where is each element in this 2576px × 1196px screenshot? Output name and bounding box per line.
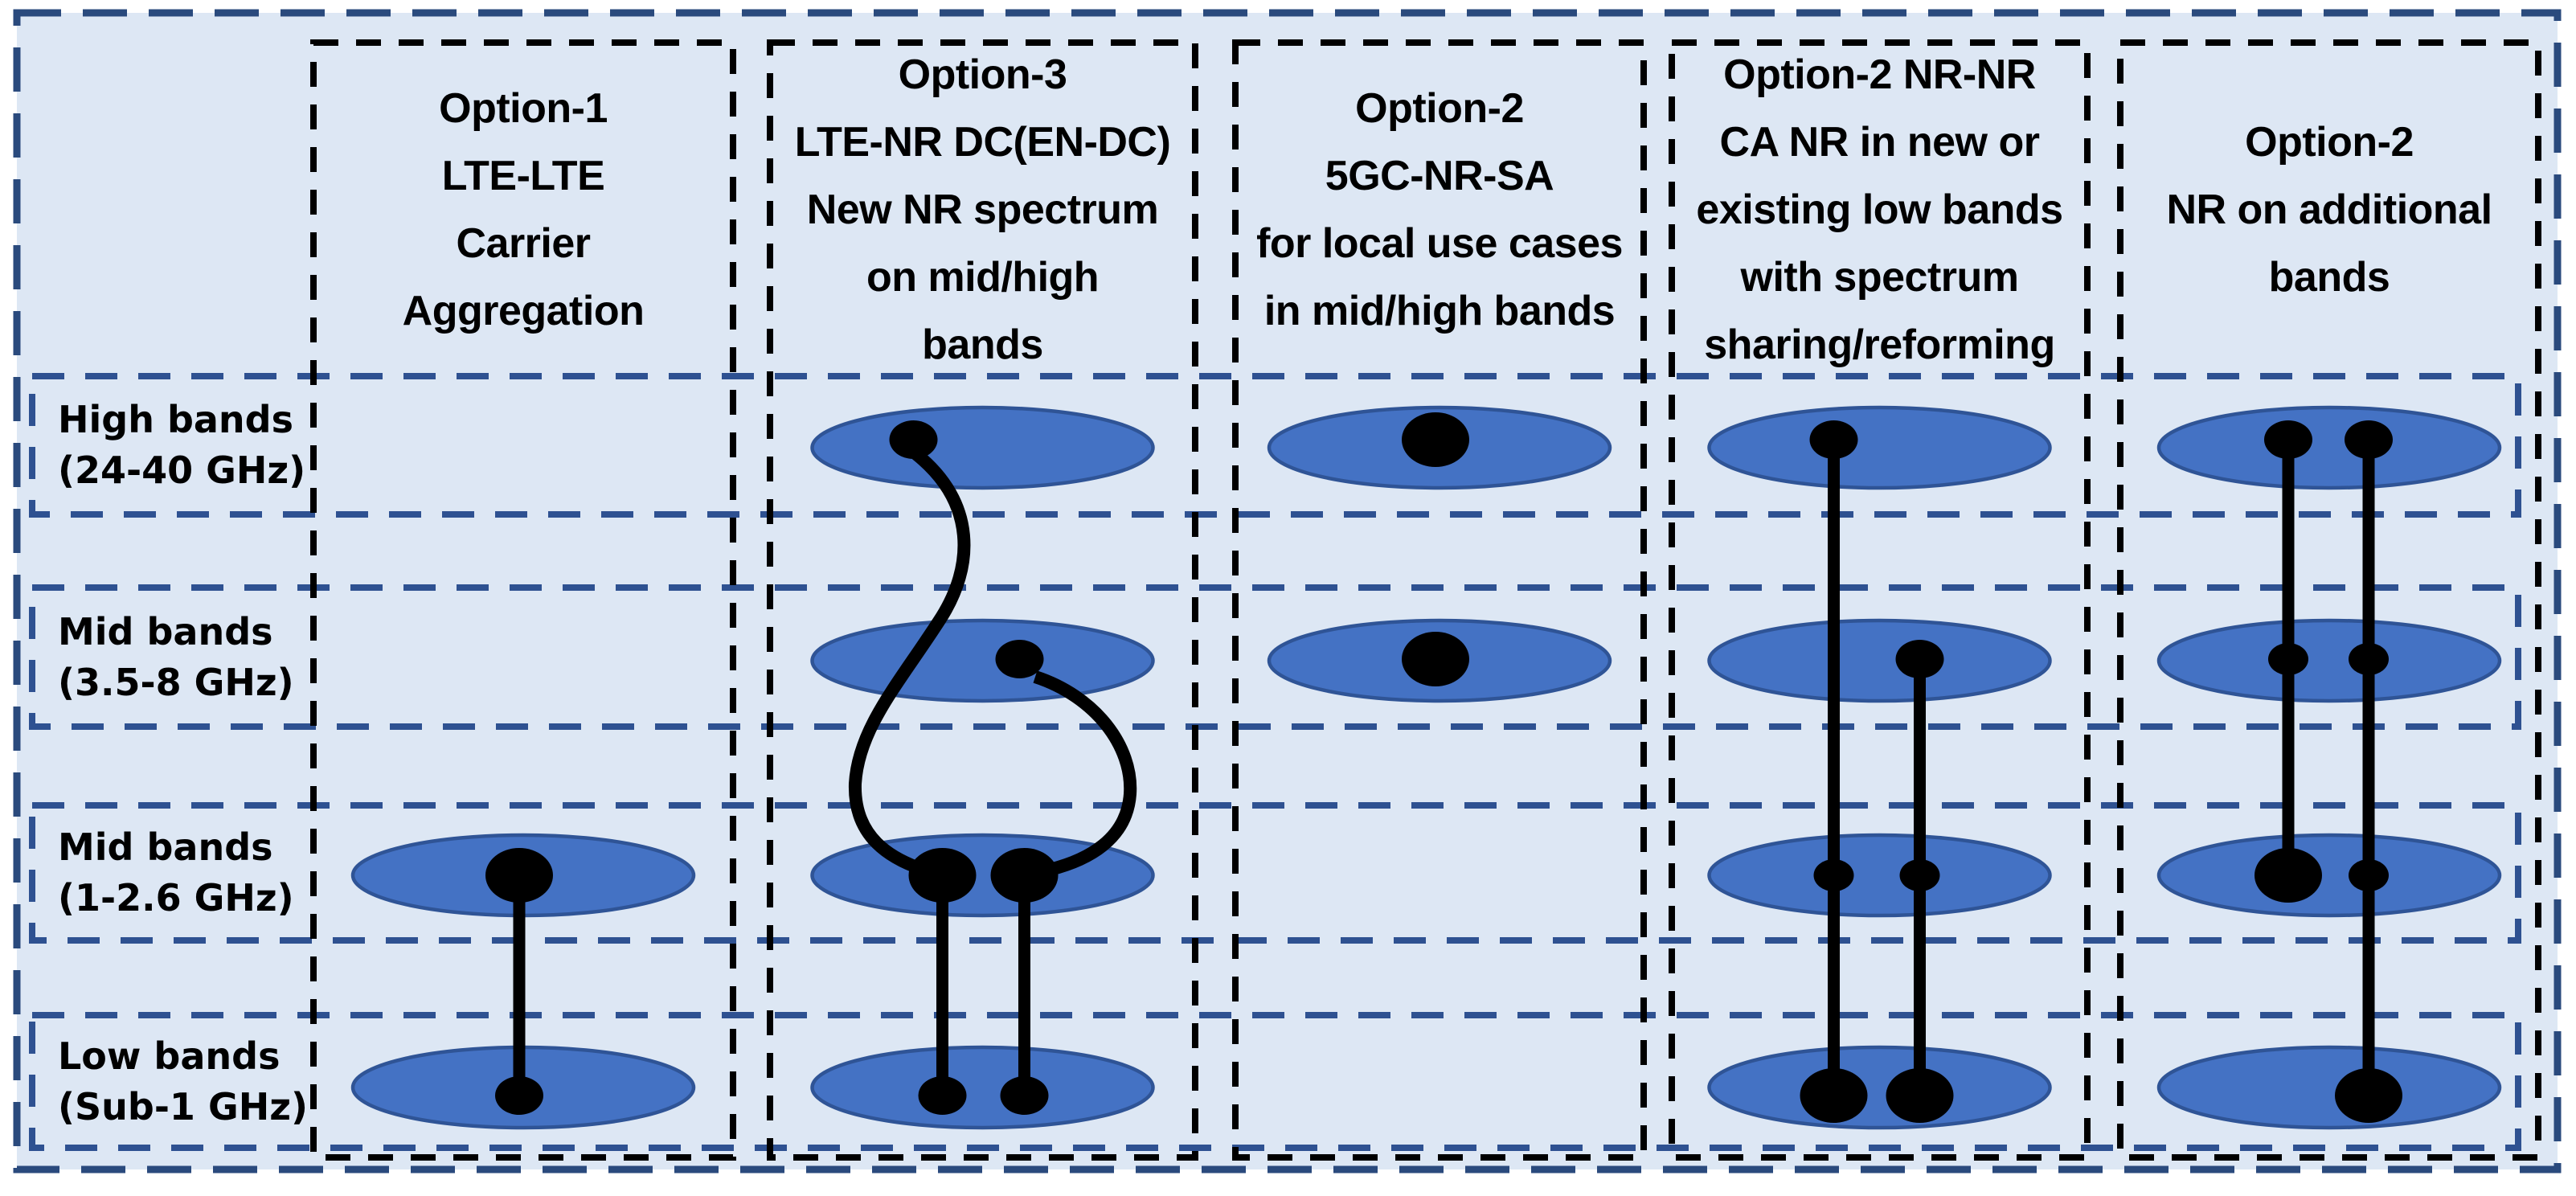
column-title-line: 5GC-NR-SA	[1325, 152, 1554, 199]
column-title-line: Option-3	[898, 51, 1067, 98]
column-title-line: Option-2	[2245, 118, 2414, 166]
band-label-mid-bands-high: Mid bands (3.5-8 GHz)	[32, 588, 378, 727]
carrier-dot-option-2-sa-mid-bands-hi	[1402, 632, 1469, 686]
carrier-dot-option-3-mid-bands-hi	[995, 640, 1044, 678]
outer-frame	[13, 9, 2562, 1173]
carrier-dot-option-2-nrnr-ca-high-bands	[1809, 420, 1858, 459]
spectrum-ellipse-option-3-low-bands	[810, 1045, 1155, 1130]
column-title-line: LTE-NR DC(EN-DC)	[794, 118, 1171, 166]
carrier-dot-option-3-high-bands	[889, 420, 938, 459]
column-title-line: bands	[2268, 253, 2390, 301]
column-title-line: for local use cases	[1256, 219, 1623, 267]
carrier-dot-option-2-nrnr-ca-low-bands	[1800, 1068, 1868, 1123]
band-label-line: Mid bands	[58, 825, 273, 869]
spectrum-ellipse-option-2-additional-low-bands	[2156, 1045, 2502, 1130]
band-label-mid-bands-low: Mid bands (1-2.6 GHz)	[32, 805, 378, 940]
band-row-box-low-bands	[29, 1012, 2521, 1151]
carrier-dot-option-3-low-bands	[918, 1076, 967, 1115]
carrier-dot-option-2-nrnr-ca-mid-bands-lo	[1899, 859, 1940, 891]
connector-s-curve-option-3	[848, 448, 971, 879]
band-label-line: (3.5-8 GHz)	[58, 660, 294, 704]
carrier-dot-option-2-sa-high-bands	[1402, 412, 1469, 467]
band-label-line: High bands	[58, 398, 293, 441]
carrier-dot-option-2-additional-mid-bands-hi	[2349, 643, 2389, 675]
spectrum-ellipse-option-2-additional-mid-bands-lo	[2156, 833, 2502, 918]
column-title-line: Carrier	[456, 219, 591, 267]
spectrum-ellipse-option-3-mid-bands-hi	[810, 618, 1155, 703]
carrier-dot-option-2-additional-mid-bands-hi	[2268, 643, 2308, 675]
carrier-dot-option-3-mid-bands-lo	[908, 848, 977, 903]
column-header-option-1: Option-1 LTE-LTE Carrier Aggregation	[313, 43, 733, 376]
band-label-line: Mid bands	[58, 609, 273, 653]
carrier-dot-option-3-mid-bands-lo	[990, 848, 1059, 903]
diagram-background	[17, 13, 2558, 1169]
option-column-box-option-2-sa	[1232, 39, 1647, 1161]
column-header-option-2-nrnr-ca: Option-2 NR-NR CA NR in new or existing …	[1672, 43, 2087, 376]
option-column-box-option-3	[767, 39, 1198, 1161]
column-header-option-2-additional: Option-2 NR on additional bands	[2120, 43, 2538, 376]
column-title-line: with spectrum	[1740, 253, 2020, 301]
column-title-line: Option-1	[439, 84, 608, 132]
column-title-line: on mid/high	[866, 253, 1100, 301]
carrier-dot-option-1-mid-bands-lo	[485, 848, 553, 903]
column-title-line: CA NR in new or	[1719, 118, 2040, 166]
column-title-line: New NR spectrum	[806, 186, 1159, 233]
band-row-box-mid-bands-hi	[29, 584, 2521, 730]
spectrum-ellipse-option-2-nrnr-ca-low-bands	[1707, 1045, 2052, 1130]
spectrum-ellipse-option-3-high-bands	[810, 405, 1155, 490]
carrier-dot-option-2-nrnr-ca-mid-bands-hi	[1895, 640, 1944, 678]
band-label-line: Low bands	[58, 1034, 281, 1078]
column-title-line: existing low bands	[1696, 186, 2063, 233]
connector-arc-option-3	[1033, 670, 1137, 876]
carrier-dot-option-2-additional-high-bands	[2264, 420, 2312, 459]
band-row-box-mid-bands-lo	[29, 802, 2521, 944]
column-title-line: Aggregation	[402, 287, 645, 334]
band-label-line: (1-2.6 GHz)	[58, 876, 294, 920]
spectrum-ellipse-option-2-nrnr-ca-mid-bands-lo	[1707, 833, 2052, 918]
carrier-dot-option-2-additional-low-bands	[2335, 1068, 2402, 1123]
spectrum-ellipse-option-2-additional-mid-bands-hi	[2156, 618, 2502, 703]
band-label-high-bands: High bands (24-40 GHz)	[32, 376, 378, 514]
carrier-dot-option-2-additional-high-bands	[2345, 420, 2393, 459]
carrier-dot-option-3-low-bands	[1000, 1076, 1049, 1115]
band-label-line: (Sub-1 GHz)	[58, 1084, 308, 1128]
carrier-dot-option-2-additional-mid-bands-lo	[2255, 848, 2322, 903]
band-label-low-bands: Low bands (Sub-1 GHz)	[32, 1015, 378, 1148]
column-title-line: Option-2	[1355, 84, 1524, 132]
column-header-option-3: Option-3 LTE-NR DC(EN-DC) New NR spectru…	[770, 43, 1195, 376]
spectrum-ellipse-option-2-nrnr-ca-high-bands	[1707, 405, 2052, 490]
column-title-line: LTE-LTE	[441, 152, 605, 199]
column-header-option-2-sa: Option-2 5GC-NR-SA for local use cases i…	[1235, 43, 1644, 376]
column-title-line: Option-2 NR-NR	[1723, 51, 2036, 98]
column-title-line: in mid/high bands	[1263, 287, 1616, 334]
carrier-dot-option-2-additional-mid-bands-lo	[2349, 859, 2389, 891]
spectrum-ellipse-option-2-nrnr-ca-mid-bands-hi	[1707, 618, 2052, 703]
column-title-line: sharing/reforming	[1704, 321, 2055, 368]
carrier-dot-option-2-nrnr-ca-low-bands	[1886, 1068, 1954, 1123]
carrier-dot-option-1-low-bands	[495, 1076, 543, 1115]
band-row-box-high-bands	[29, 373, 2521, 518]
carrier-dot-option-2-nrnr-ca-mid-bands-lo	[1813, 859, 1854, 891]
band-label-line: (24-40 GHz)	[58, 448, 306, 492]
column-title-line: NR on additional	[2166, 186, 2492, 233]
column-title-line: bands	[922, 321, 1043, 368]
spectrum-ellipse-option-2-additional-high-bands	[2156, 405, 2502, 490]
